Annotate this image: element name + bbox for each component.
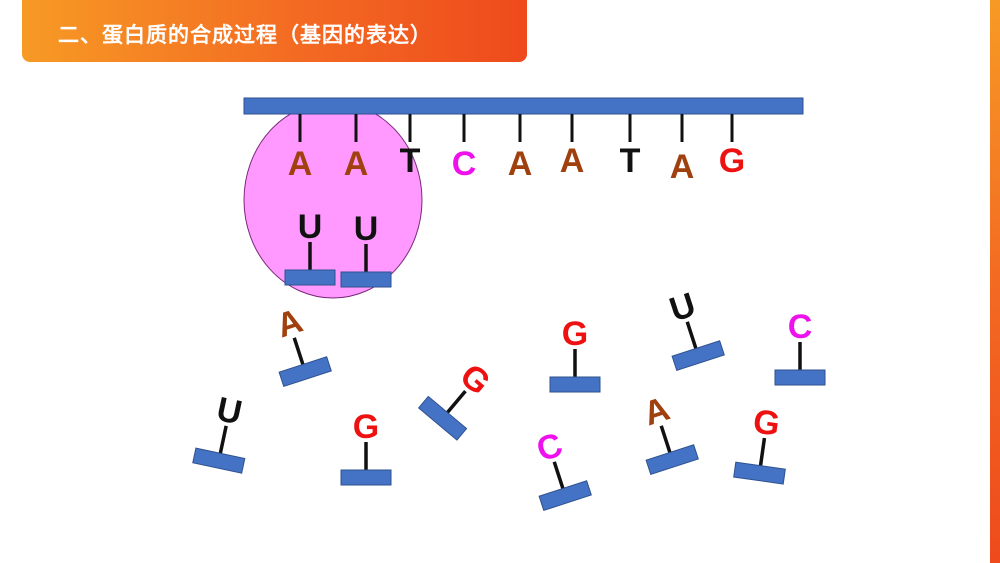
template-base-t: T <box>620 142 641 180</box>
free-nucleotide: U <box>192 390 246 474</box>
nucleotide-stem <box>552 461 566 491</box>
nucleotide-backbone-block <box>278 356 332 388</box>
nucleotide-backbone-block <box>671 340 725 372</box>
template-strand-backbone <box>243 97 804 115</box>
template-base-c: C <box>452 145 477 183</box>
nucleotide-stem <box>758 437 767 468</box>
free-nucleotide: A <box>639 390 699 476</box>
nucleotide-base-a: A <box>272 302 307 346</box>
nucleotide-base-g: G <box>353 408 379 446</box>
paired-nucleotide: U <box>340 210 392 288</box>
free-nucleotide: U <box>665 286 725 372</box>
free-nucleotide: C <box>774 308 826 386</box>
nucleotide-backbone-block <box>340 271 392 288</box>
nucleotide-stem <box>685 321 699 351</box>
nucleotide-stem <box>444 389 467 416</box>
paired-nucleotide: U <box>284 208 336 286</box>
nucleotide-backbone-block <box>774 369 826 386</box>
nucleotide-base-c: C <box>532 426 567 470</box>
nucleotide-base-u: U <box>354 210 379 248</box>
nucleotide-backbone-block <box>417 395 468 441</box>
free-nucleotide: G <box>549 315 601 393</box>
template-base-a: A <box>344 145 369 183</box>
right-accent-strip <box>990 0 1000 563</box>
template-base-a: A <box>670 148 695 186</box>
template-base-a: A <box>560 142 585 180</box>
nucleotide-base-u: U <box>213 390 245 432</box>
nucleotide-stem <box>659 425 673 455</box>
nucleotide-base-c: C <box>788 308 813 346</box>
nucleotide-base-u: U <box>665 286 700 330</box>
nucleotide-base-g: G <box>751 402 782 443</box>
free-nucleotide: G <box>733 402 786 485</box>
nucleotide-backbone-block <box>284 269 336 286</box>
nucleotide-backbone-block <box>645 444 699 476</box>
nucleotide-stem <box>218 425 228 456</box>
title-bar <box>22 0 527 62</box>
template-base-g: G <box>719 142 745 180</box>
nucleotide-stem <box>292 337 306 367</box>
template-base-a: A <box>508 145 533 183</box>
free-nucleotide: G <box>340 408 392 486</box>
nucleotide-backbone-block <box>192 447 246 474</box>
template-base-t: T <box>400 142 421 180</box>
nucleotide-backbone-block <box>538 480 592 512</box>
nucleotide-base-a: A <box>639 390 674 434</box>
nucleotide-backbone-block <box>733 461 786 485</box>
nucleotide-base-g: G <box>562 315 588 353</box>
free-nucleotide: G <box>417 357 497 441</box>
template-base-a: A <box>288 145 313 183</box>
nucleotide-backbone-block <box>340 469 392 486</box>
free-nucleotide: A <box>272 302 332 388</box>
slide-title: 二、蛋白质的合成过程（基因的表达） <box>58 23 432 47</box>
nucleotide-base-u: U <box>298 208 323 246</box>
free-nucleotide: C <box>532 426 592 512</box>
nucleotide-backbone-block <box>549 376 601 393</box>
ribosome <box>243 101 423 299</box>
